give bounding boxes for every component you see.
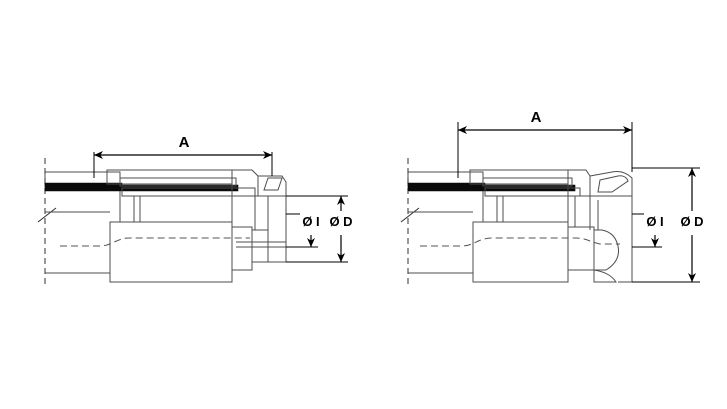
flange-face-right [618, 195, 633, 283]
dim-label-A-left: A [179, 134, 190, 151]
dim-label-phi-I-left: Ø I [302, 214, 319, 229]
dim-label-phi-I-right: Ø I [646, 214, 663, 229]
dim-A-label-bg-left [175, 132, 193, 150]
dim-D-label-bg-left [329, 211, 355, 235]
break-symbol-left [37, 207, 57, 223]
flange-seal-pocket-left [263, 177, 283, 191]
ferrule-teeth-left [119, 177, 237, 187]
bore-hidden-line-left [60, 237, 250, 247]
flare-profile-lower-right [593, 229, 619, 271]
ferrule-teeth-right [482, 177, 573, 187]
dim-label-phi-D-right: Ø D [680, 214, 703, 229]
figure-left: A Ø I Ø D [37, 132, 355, 285]
figure-right: A Ø I Ø D [400, 107, 706, 285]
dim-I-label-bg-right [644, 211, 668, 235]
dim-label-A-right: A [531, 109, 542, 126]
dim-I-label-bg-left [300, 211, 324, 235]
flare-fillet-right [593, 269, 617, 283]
break-symbol-right [400, 207, 420, 223]
bore-hidden-line-right [420, 237, 620, 247]
dim-A-label-bg-right [527, 107, 545, 125]
dim-label-phi-D-left: Ø D [329, 214, 352, 229]
flare-flange-right [589, 171, 633, 197]
ferrule-body-right [472, 221, 569, 283]
nipple-step-left [231, 226, 253, 271]
flare-seal-pocket-right [597, 175, 629, 193]
dim-D-label-bg-right [680, 211, 706, 235]
flange-lip-left [257, 175, 287, 197]
ferrule-body-left [109, 221, 233, 283]
